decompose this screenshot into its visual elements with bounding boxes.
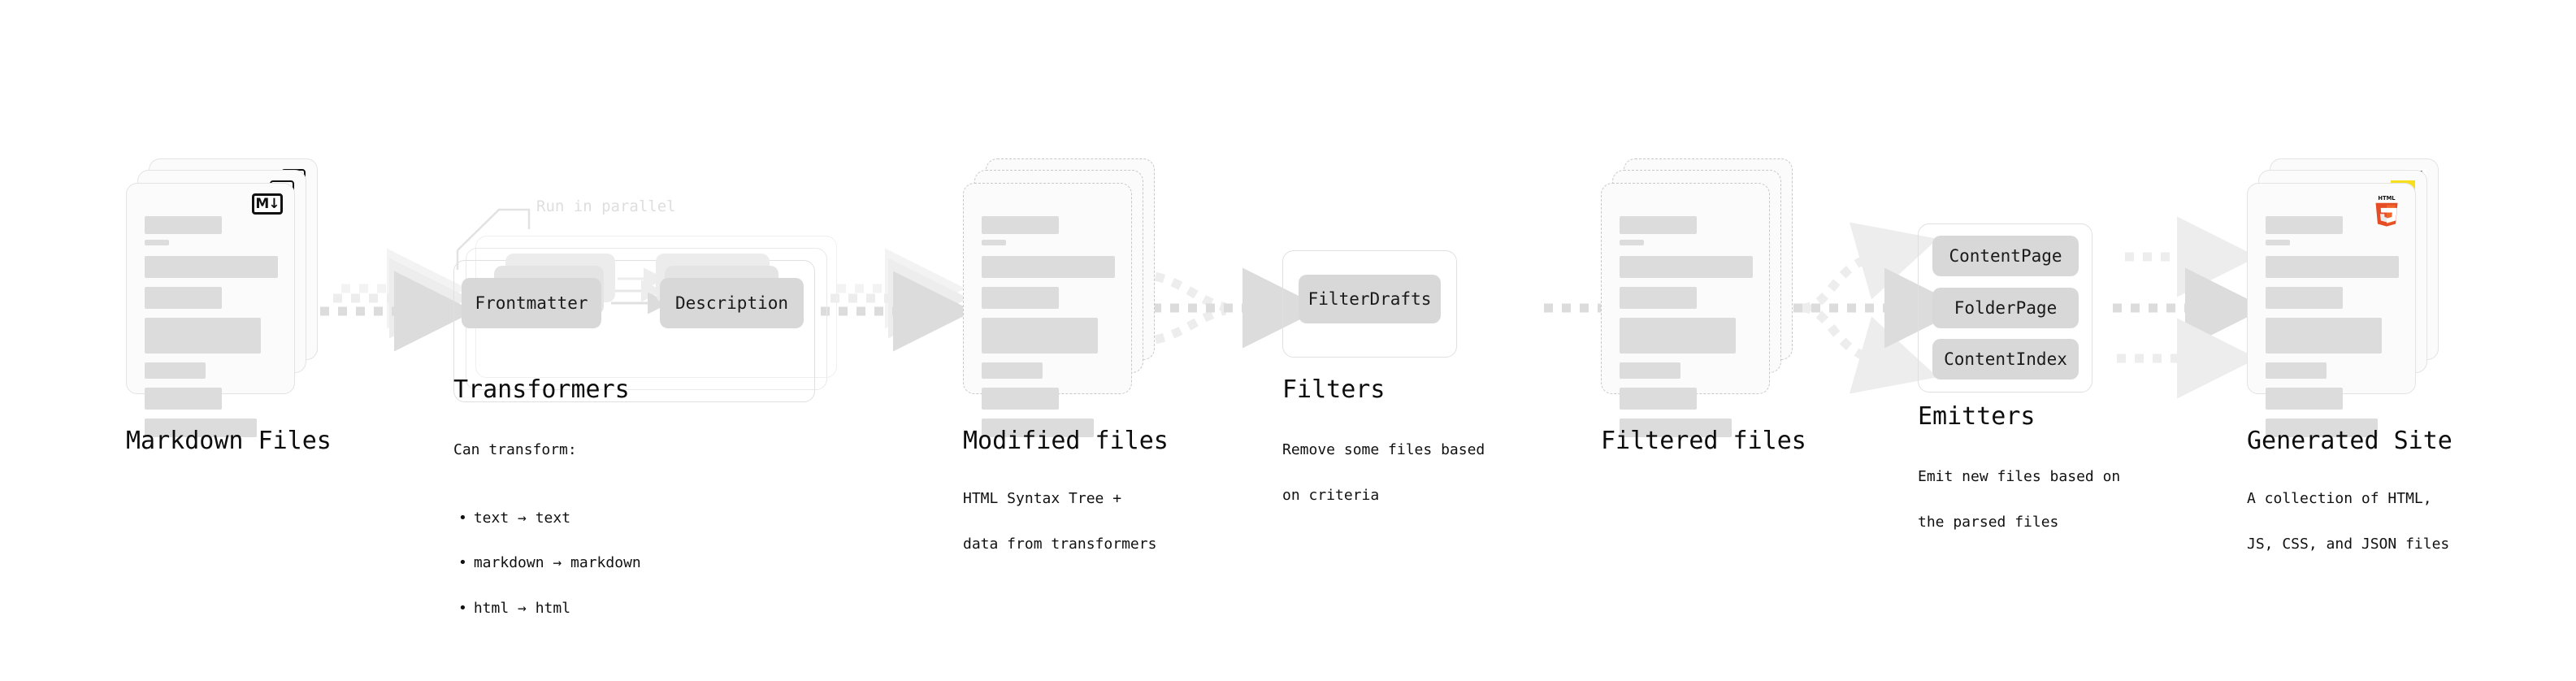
modified-desc-line: data from transformers [963, 535, 1157, 553]
markdown-icon: M↓ [252, 193, 283, 215]
content-bar [1620, 256, 1753, 278]
stage-title-filtered-files: Filtered files [1601, 427, 1806, 455]
transformers-bullet: html → html [453, 597, 641, 620]
stage-title-generated-site: Generated Site [2247, 427, 2452, 455]
arrow-emitters-to-site [2113, 216, 2266, 399]
stage-desc-modified-files: HTML Syntax Tree + data from transformer… [963, 465, 1156, 578]
stage-desc-generated-site: A collection of HTML, JS, CSS, and JSON … [2247, 465, 2449, 578]
emitter-chip-contentpage[interactable]: ContentPage [1932, 236, 2079, 276]
arrow-markdown-to-transformers [320, 248, 475, 352]
transformers-bullet-list: text → text markdown → markdown html → h… [453, 484, 641, 643]
content-bar [145, 362, 206, 379]
card-content-bars [1620, 216, 1753, 446]
content-bar [2266, 419, 2378, 437]
content-bar [145, 388, 223, 410]
stage-title-transformers: Transformers [453, 375, 630, 404]
emitters-box [1918, 223, 2092, 393]
emitter-chip-contentindex[interactable]: ContentIndex [1932, 339, 2079, 380]
transformers-bullet: markdown → markdown [453, 552, 641, 575]
content-bar [1620, 318, 1736, 354]
arrow-filtered-to-emitters [1776, 222, 1965, 394]
content-bar [982, 419, 1094, 437]
content-bar [2266, 216, 2344, 234]
content-bar [1620, 216, 1698, 234]
transformer-chip-frontmatter[interactable]: Frontmatter [462, 278, 601, 328]
content-bar [982, 362, 1043, 379]
content-bar [2266, 362, 2327, 379]
content-bar [982, 216, 1060, 234]
content-bar [145, 318, 261, 354]
content-bar [145, 240, 169, 245]
content-bar [982, 240, 1006, 245]
content-bar [1620, 240, 1644, 245]
stage-title-emitters: Emitters [1918, 402, 2036, 431]
transformers-desc-lead: Can transform: [453, 440, 577, 458]
content-bar [982, 287, 1060, 309]
filters-box [1282, 250, 1457, 358]
stage-title-markdown-files: Markdown Files [126, 427, 332, 455]
generated-site-desc-line: JS, CSS, and JSON files [2247, 535, 2450, 553]
content-bar [2266, 318, 2382, 354]
stage-desc-transformers: Can transform: text → text markdown → ma… [453, 416, 641, 666]
markdown-badge-front: M↓ [252, 193, 283, 215]
filtered-file-card-front [1601, 183, 1770, 437]
generated-site-desc-line: A collection of HTML, [2247, 489, 2432, 507]
generated-site-card-front: HTML [2247, 183, 2416, 437]
stage-title-filters: Filters [1282, 375, 1386, 404]
content-bar [2266, 256, 2399, 278]
emitters-desc-line: Emit new files based on [1918, 467, 2121, 485]
content-bar [982, 388, 1060, 410]
svg-text:HTML: HTML [2378, 195, 2396, 202]
modified-file-card-front [963, 183, 1132, 437]
content-bar [1620, 287, 1698, 309]
content-bar [145, 287, 223, 309]
card-content-bars [2266, 216, 2399, 446]
content-bar [145, 256, 278, 278]
html5-badge-wrap: HTML [2373, 195, 2400, 229]
content-bar [2266, 388, 2344, 410]
content-bar [2266, 287, 2344, 309]
modified-desc-line: HTML Syntax Tree + [963, 489, 1122, 507]
html5-icon: HTML [2375, 195, 2398, 227]
filters-desc-line: Remove some files based [1282, 440, 1485, 458]
filter-chip-filterdrafts[interactable]: FilterDrafts [1299, 275, 1441, 323]
content-bar [145, 419, 257, 437]
emitters-desc-line: the parsed files [1918, 513, 2059, 531]
content-bar [1620, 362, 1681, 379]
transformer-chip-description[interactable]: Description [660, 278, 804, 328]
card-content-bars [145, 216, 278, 446]
filters-desc-line: on criteria [1282, 486, 1380, 504]
content-bar [1620, 419, 1732, 437]
run-in-parallel-label: Run in parallel [536, 197, 676, 215]
card-content-bars [982, 216, 1115, 446]
stage-desc-filters: Remove some files based on criteria [1282, 416, 1485, 529]
emitter-chip-folderpage[interactable]: FolderPage [1932, 288, 2079, 328]
stage-title-modified-files: Modified files [963, 427, 1169, 455]
content-bar [145, 216, 223, 234]
markdown-file-card-front: M↓ [126, 183, 295, 437]
content-bar [2266, 240, 2290, 245]
content-bar [982, 318, 1098, 354]
transformers-box-front [453, 260, 815, 402]
content-bar [982, 256, 1115, 278]
transformers-bullet: text → text [453, 507, 641, 530]
stage-desc-emitters: Emit new files based on the parsed files [1918, 443, 2120, 556]
content-bar [1620, 388, 1698, 410]
